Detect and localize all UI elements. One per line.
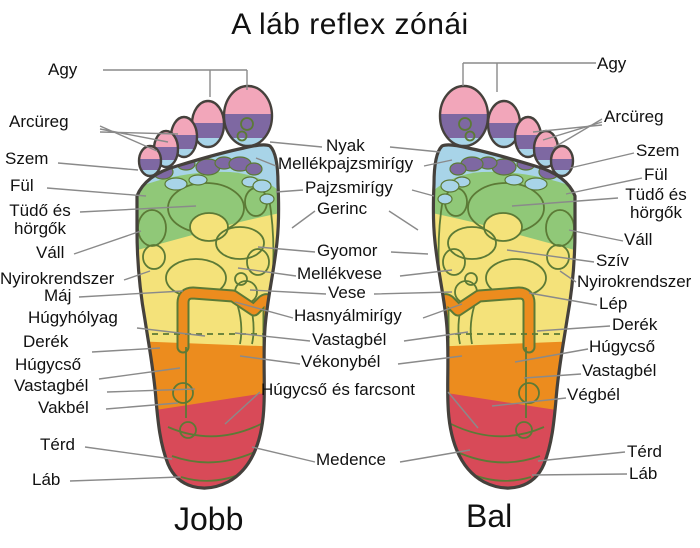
label-center-mellekvese: Mellékvese [297,264,383,283]
label-right-derek: Derék [612,315,658,334]
label-center-hasnyalmirigy: Hasnyálmirígy [294,306,402,325]
label-right-lab: Láb [629,464,658,483]
label-center-pajzsmirigy: Pajzsmirígy [305,178,393,197]
label-center-medence: Medence [316,450,386,469]
label-center-vese: Vese [328,283,366,302]
label-right-arcureg: Arcüreg [604,107,664,126]
label-left-szem: Szem [5,149,49,168]
label-center-gyomor: Gyomor [317,241,378,260]
label-right-hugycso: Húgycső [589,337,656,356]
label-left-derek: Derék [23,332,69,351]
label-right-vall: Váll [624,230,653,249]
right-foot-illustration [427,84,582,548]
label-left-agy: Agy [48,60,78,79]
label-left-ful: Fül [10,176,34,195]
label-right-lep: Lép [599,294,628,313]
label-center-nyak: Nyak [326,136,365,155]
label-left-vakbel: Vakbél [38,398,89,417]
label-left-nyirokrendszer: Nyirokrendszer [0,269,115,288]
label-right-ful: Fül [644,165,668,184]
label-center-mellekpajzs: Mellékpajzsmirígy [278,154,414,173]
label-left-terd: Térd [40,435,75,454]
label-right-vastagbel: Vastagbél [582,361,657,380]
label-right-vegbel: Végbél [567,385,620,404]
label-left-hugycso: Húgycső [15,355,82,374]
label-left-vastagbel: Vastagbél [14,376,89,395]
label-center-vekonybel: Vékonybél [301,352,381,371]
label-left-tudo: Tüdő és hörgők [9,201,71,238]
label-right-tudo: Tüdő és hörgők [625,185,687,222]
label-center-hugycso-farcsont: Húgycső és farcsont [261,380,416,399]
label-left-lab: Láb [32,470,61,489]
label-left-maj: Máj [44,286,72,305]
caption-right-foot-jobb: Jobb [174,501,244,537]
label-right-agy: Agy [597,54,627,73]
label-right-sziv: Szív [596,251,630,270]
page-title: A láb reflex zónái [231,8,469,41]
label-left-arcureg: Arcüreg [9,112,69,131]
label-center-vastagbel: Vastagbél [312,330,387,349]
label-left-hugyholyag: Húgyhólyag [28,308,118,327]
label-left-vall: Váll [36,243,65,262]
label-right-nyirokrendszer: Nyirokrendszer [577,272,692,291]
label-right-terd: Térd [627,442,662,461]
leader-lines [46,62,643,482]
label-center-gerinc: Gerinc [317,199,368,218]
label-right-szem: Szem [636,141,680,160]
caption-left-foot-bal: Bal [466,498,513,534]
